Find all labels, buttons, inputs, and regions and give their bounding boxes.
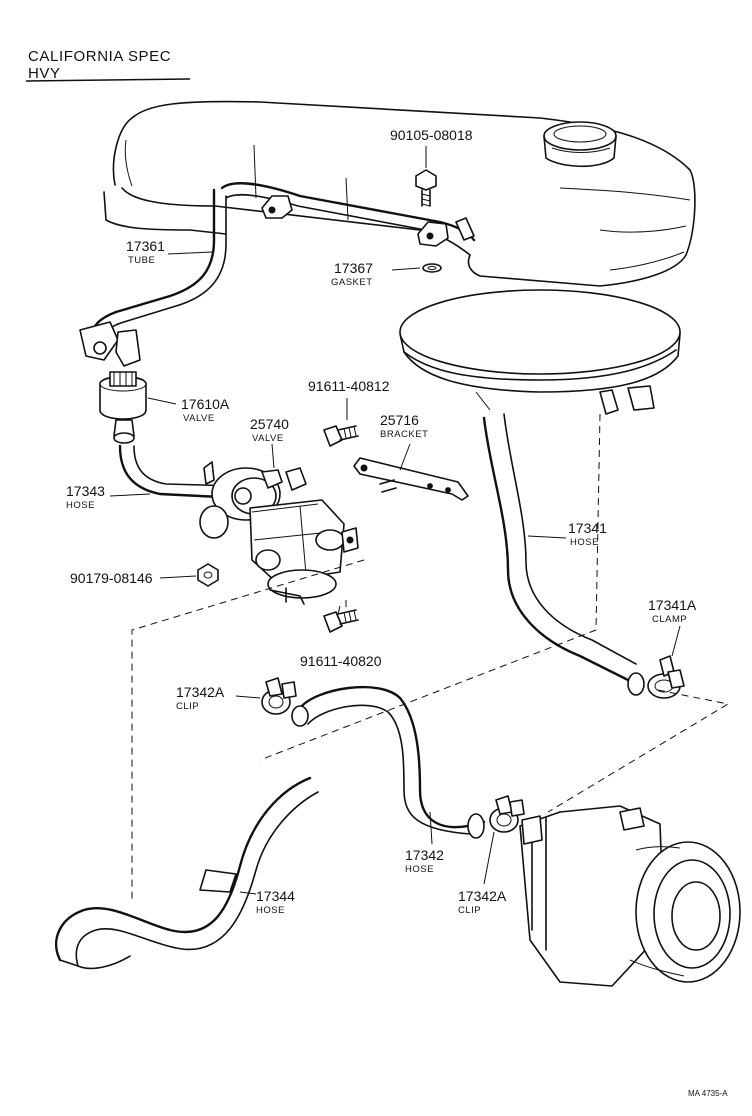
clamp-17341a-icon [647, 625, 685, 699]
header-line-2: HVY [28, 65, 61, 82]
part-number: 90179-08146 [70, 570, 153, 586]
part-number: 17342 [405, 847, 444, 863]
part-name: CLIP [458, 905, 481, 916]
callout-17342a-upper: 17342A CLIP [176, 684, 225, 712]
callout-17361: 17361 TUBE [126, 238, 165, 266]
hose-17343-drawing [109, 444, 242, 500]
part-number: 25740 [250, 416, 289, 432]
header-line-1: CALIFORNIA SPEC [28, 48, 171, 65]
part-name: TUBE [128, 255, 155, 266]
part-name: HOSE [570, 537, 599, 548]
valve-25740-drawing [199, 443, 359, 605]
illustration-code: MA 4735-A [688, 1089, 728, 1098]
part-number: 17341 [568, 520, 607, 536]
tube-17361-drawing [79, 188, 227, 367]
bracket-25716-drawing [353, 443, 469, 501]
callout-91611-40812: 91611-40812 [308, 378, 390, 394]
nut-90179-08146-icon [159, 563, 219, 587]
header-underline [25, 78, 191, 82]
callout-17343: 17343 HOSE [66, 483, 105, 511]
callout-91611-40820: 91611-40820 [300, 653, 382, 669]
part-name: VALVE [183, 413, 215, 424]
bolt-91611-40820-icon [323, 605, 359, 633]
part-name: CLIP [176, 701, 199, 712]
part-number: 17367 [334, 260, 373, 276]
part-number: 17343 [66, 483, 105, 499]
part-number: 17341A [648, 597, 697, 613]
callout-17610a: 17610A VALVE [181, 396, 230, 424]
part-name: GASKET [331, 277, 373, 288]
callout-17367: 17367 GASKET [331, 260, 373, 288]
clip-17342a-upper-icon [235, 677, 297, 715]
spec-header: CALIFORNIA SPEC HVY [25, 48, 191, 82]
valve-17610a-drawing [99, 371, 177, 444]
callout-90179-08146: 90179-08146 [70, 570, 153, 586]
callout-17341: 17341 HOSE [568, 520, 607, 548]
part-number: 17610A [181, 396, 230, 412]
part-number: 17361 [126, 238, 165, 254]
air-pump-drawing [519, 805, 741, 987]
part-number: 17342A [458, 888, 507, 904]
part-name: HOSE [66, 500, 95, 511]
cylinder-head-cover-drawing [103, 100, 696, 287]
dashed-reference-lines [131, 413, 730, 900]
part-number: 91611-40820 [300, 653, 382, 669]
gasket-17367-icon [391, 263, 442, 273]
hose-17341-drawing [482, 413, 645, 696]
callout-17342a-lower: 17342A CLIP [458, 888, 507, 916]
callout-25740: 25740 VALVE [250, 416, 289, 444]
part-name: HOSE [256, 905, 285, 916]
air-cleaner-drawing [399, 289, 681, 415]
part-number: 90105-08018 [390, 127, 473, 143]
part-name: HOSE [405, 864, 434, 875]
part-number: 17344 [256, 888, 295, 904]
clip-17342a-lower-icon [483, 795, 525, 885]
bolt-91611-40812-icon [323, 398, 359, 447]
callout-17341a: 17341A CLAMP [648, 597, 697, 625]
part-number: 25716 [380, 412, 419, 428]
part-name: VALVE [252, 433, 284, 444]
part-number: 91611-40812 [308, 378, 390, 394]
part-name: CLAMP [652, 614, 687, 625]
part-name: BRACKET [380, 429, 428, 440]
callout-90105-08018: 90105-08018 [390, 127, 473, 143]
hose-17344-drawing [55, 776, 319, 970]
bolt-90105-08018-icon [415, 146, 437, 207]
callout-17342: 17342 HOSE [405, 847, 444, 875]
part-number: 17342A [176, 684, 225, 700]
callout-17344: 17344 HOSE [256, 888, 295, 916]
hose-17342-drawing [291, 685, 486, 845]
callout-25716: 25716 BRACKET [380, 412, 428, 440]
